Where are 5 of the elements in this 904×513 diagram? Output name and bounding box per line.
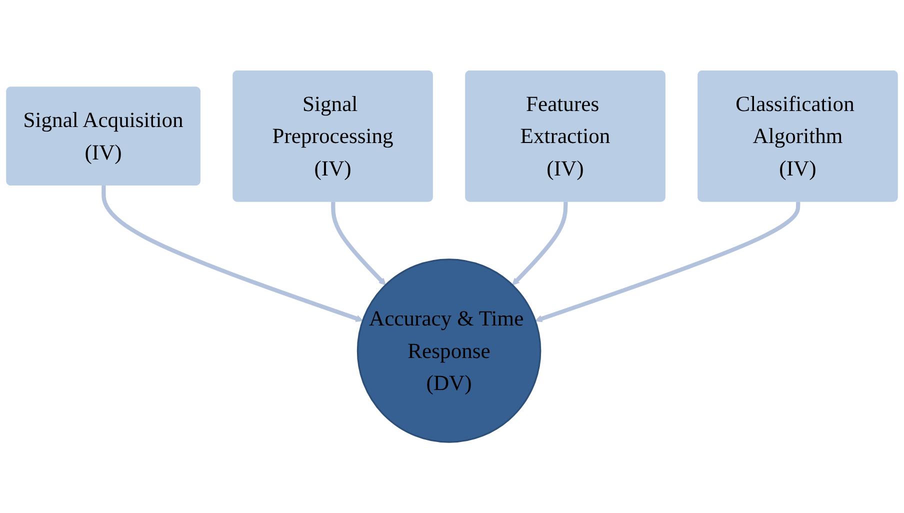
arrow bbox=[102, 186, 364, 322]
arrow bbox=[331, 202, 386, 286]
arrow bbox=[535, 202, 800, 322]
node-circle: Accuracy & Time Response (DV) bbox=[356, 258, 542, 443]
arrow bbox=[512, 202, 568, 286]
